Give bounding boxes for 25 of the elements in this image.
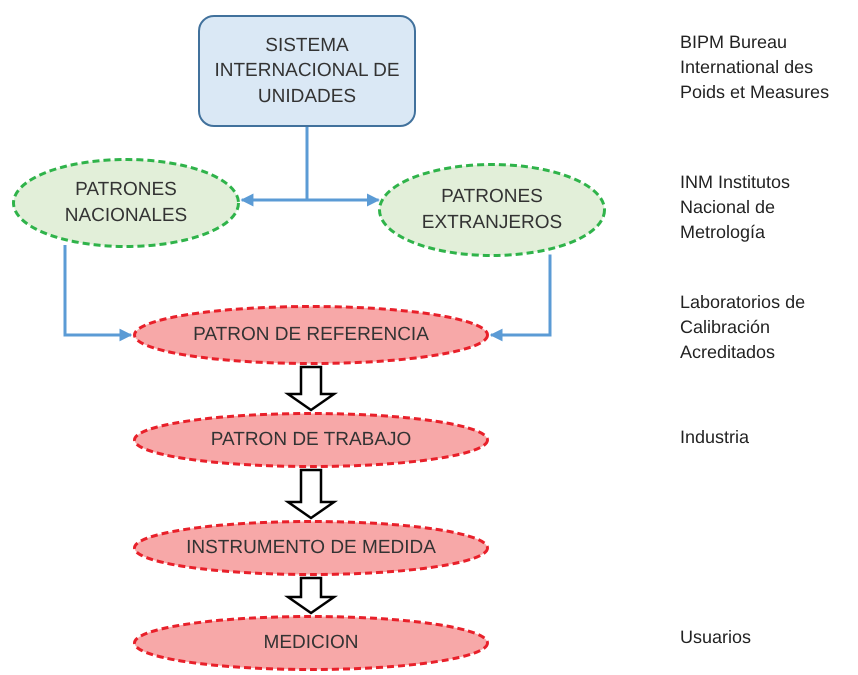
side-label: BIPM Bureau International des Poids et Measures (680, 31, 830, 104)
arrow (490, 254, 552, 342)
node-label: PATRON DE REFERENCIA (192, 323, 430, 348)
ellipse-node (378, 163, 606, 257)
arrow (64, 245, 132, 342)
side-label: Industria (680, 426, 750, 449)
node-label: SISTEMA INTERNACIONAL DE UNIDADES (213, 34, 401, 109)
block-arrow (284, 468, 338, 520)
block-arrow (284, 576, 338, 615)
ellipse-node (133, 520, 489, 576)
ellipse-node (133, 615, 489, 671)
node-label: INSTRUMENTO DE MEDIDA (185, 536, 437, 560)
ellipse-node (133, 305, 489, 365)
node-label: PATRONES EXTRANJEROS (420, 185, 564, 235)
ellipse-node (12, 158, 240, 248)
node-label: PATRON DE TRABAJO (210, 428, 412, 452)
node-label: MEDICION (262, 631, 360, 656)
ellipse-node (133, 412, 489, 468)
side-label: Usuarios (680, 626, 752, 649)
block-arrow (284, 366, 338, 412)
side-label: Laboratorios de Calibración Acreditados (680, 291, 806, 364)
node-label: PATRONES NACIONALES (64, 178, 188, 228)
rounded-box (198, 15, 416, 127)
side-label: INM Institutos Nacional de Metrología (680, 171, 792, 244)
arrow (306, 127, 380, 206)
